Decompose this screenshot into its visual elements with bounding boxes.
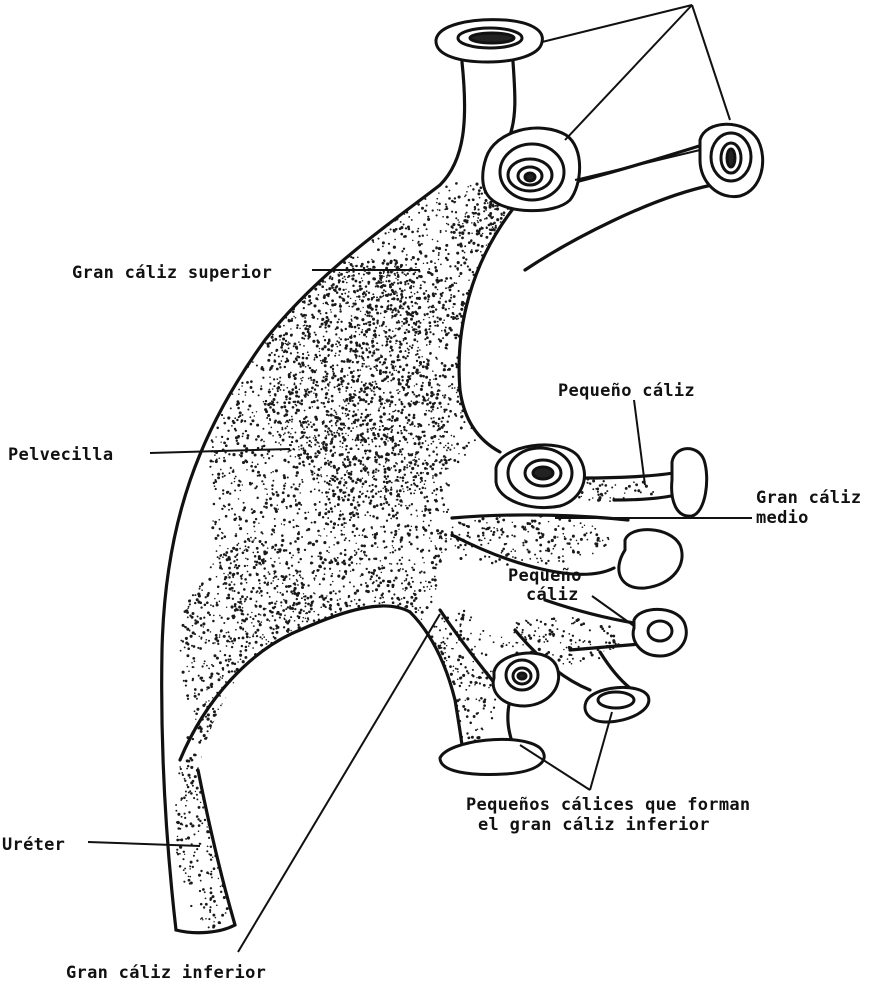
calyx-lower (493, 653, 558, 706)
labels: Gran cáliz superior Pelvecilla Pequeño c… (2, 263, 861, 983)
calyx-middle-large (619, 530, 682, 588)
label-gran-caliz-inferior: Gran cáliz inferior (66, 963, 266, 983)
calyx-top (436, 20, 542, 62)
label-ureter: Uréter (2, 835, 65, 855)
calyx-bottom-right (585, 687, 649, 722)
label-gran-caliz-superior: Gran cáliz superior (72, 263, 272, 283)
label-gran-caliz-medio-line2: medio (756, 508, 809, 528)
calyx-bottom (440, 739, 544, 774)
label-pequeno-caliz-middle: Pequeño cáliz (558, 381, 695, 401)
calyx-upper-right (700, 124, 763, 196)
calyx-lower-right (633, 609, 686, 656)
label-pequenos-calices-line1: Pequeños cálices que forman (466, 795, 750, 815)
label-gran-caliz-medio-line1: Gran cáliz (756, 488, 861, 508)
calyx-upper (483, 128, 580, 211)
label-pelvecilla: Pelvecilla (8, 445, 113, 465)
label-pequeno-caliz-lower-line2: cáliz (526, 585, 579, 605)
label-pequenos-calices-line2: el gran cáliz inferior (478, 815, 710, 835)
calyx-middle-small (672, 449, 707, 517)
calyx-middle (496, 445, 584, 508)
label-pequeno-caliz-lower-line1: Pequeño (508, 566, 582, 586)
